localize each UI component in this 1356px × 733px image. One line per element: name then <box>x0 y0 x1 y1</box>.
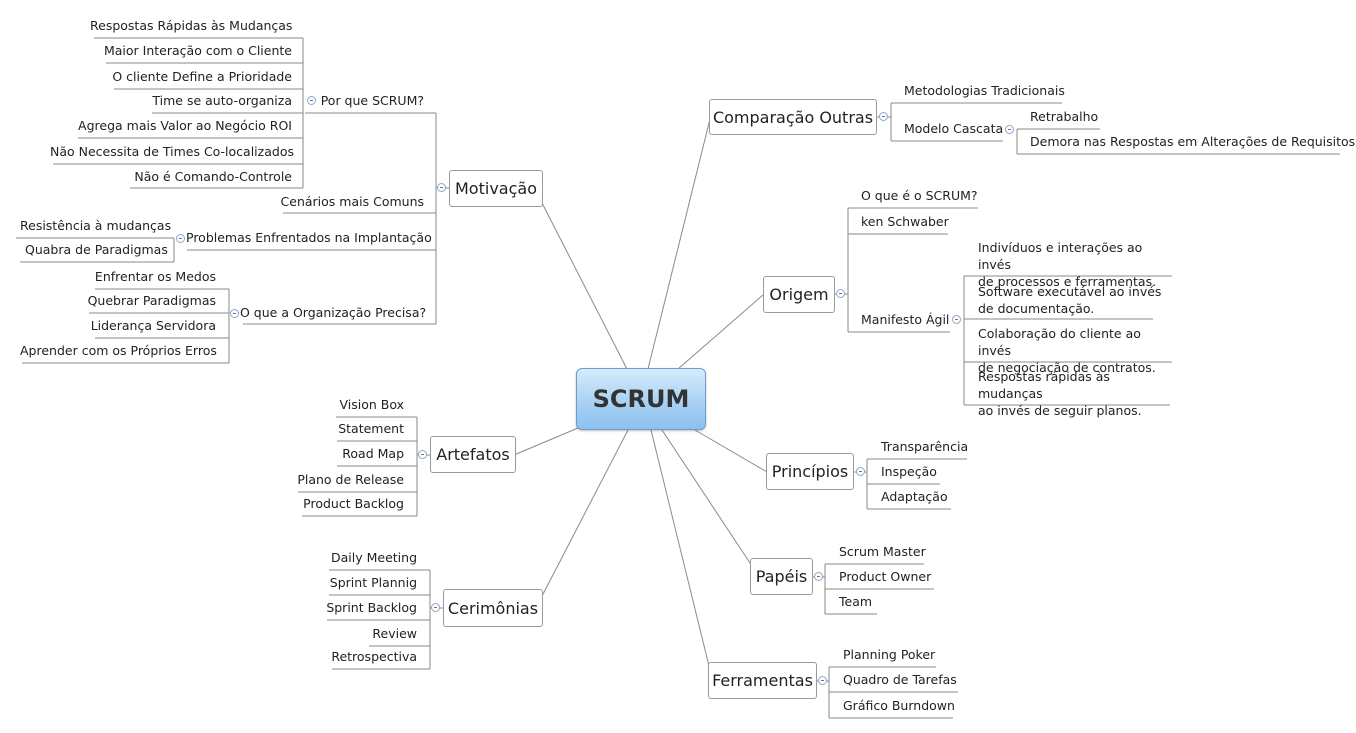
leaf-por-que-3[interactable]: O cliente Define a Prioridade <box>112 69 292 84</box>
leaf-por-que-4[interactable]: Time se auto-organiza <box>152 93 292 108</box>
collapse-problemas-icon[interactable] <box>176 234 185 243</box>
collapse-cascata-icon[interactable] <box>1005 125 1014 134</box>
leaf-artefatos-2[interactable]: Statement <box>338 421 404 436</box>
leaf-ferramentas-1[interactable]: Planning Poker <box>843 647 936 662</box>
leaf-por-que-5[interactable]: Agrega mais Valor ao Negócio ROI <box>78 118 292 133</box>
leaf-por-que-6[interactable]: Não Necessita de Times Co-localizados <box>50 144 294 159</box>
topic-comparacao[interactable]: Comparação Outras <box>709 99 877 135</box>
topic-artefatos[interactable]: Artefatos <box>430 436 516 473</box>
leaf-organizacao-1[interactable]: Enfrentar os Medos <box>94 269 216 284</box>
leaf-principios-3[interactable]: Adaptação <box>881 489 948 504</box>
leaf-artefatos-1[interactable]: Vision Box <box>339 397 404 412</box>
leaf-cerimonias-4[interactable]: Review <box>372 626 417 641</box>
leaf-problemas-1[interactable]: Resistência à mudanças <box>20 218 172 233</box>
topic-motivacao[interactable]: Motivação <box>449 170 543 207</box>
collapse-ferramentas-icon[interactable] <box>818 676 827 685</box>
leaf-cascata-1[interactable]: Retrabalho <box>1030 109 1099 124</box>
leaf-cerimonias-2[interactable]: Sprint Plannig <box>329 575 417 590</box>
collapse-artefatos-icon[interactable] <box>418 450 427 459</box>
leaf-ferramentas-2[interactable]: Quadro de Tarefas <box>843 672 957 687</box>
subtopic-problemas[interactable]: Problemas Enfrentados na Implantação <box>186 230 432 245</box>
leaf-papeis-3[interactable]: Team <box>839 594 873 609</box>
leaf-cerimonias-1[interactable]: Daily Meeting <box>331 550 417 565</box>
leaf-principios-2[interactable]: Inspeção <box>881 464 937 479</box>
leaf-por-que-7[interactable]: Não é Comando-Controle <box>134 169 292 184</box>
leaf-papeis-1[interactable]: Scrum Master <box>839 544 926 559</box>
leaf-artefatos-4[interactable]: Plano de Release <box>297 472 404 487</box>
leaf-organizacao-2[interactable]: Quebrar Paradigmas <box>87 293 216 308</box>
collapse-cerimonias-icon[interactable] <box>431 603 440 612</box>
collapse-origem-icon[interactable] <box>836 289 845 298</box>
collapse-principios-icon[interactable] <box>856 467 865 476</box>
leaf-problemas-2[interactable]: Quabra de Paradigmas <box>25 242 168 257</box>
root-topic[interactable]: SCRUM <box>576 368 706 430</box>
leaf-cerimonias-3[interactable]: Sprint Backlog <box>326 600 417 615</box>
leaf-ferramentas-3[interactable]: Gráfico Burndown <box>843 698 955 713</box>
leaf-por-que-1[interactable]: Respostas Rápidas às Mudanças <box>90 18 293 33</box>
subtopic-tradicionais[interactable]: Metodologias Tradicionais <box>904 83 1065 98</box>
collapse-por-que-icon[interactable] <box>307 96 316 105</box>
collapse-comparacao-icon[interactable] <box>879 112 888 121</box>
subtopic-por-que-scrum[interactable]: Por que SCRUM? <box>320 93 424 108</box>
leaf-organizacao-4[interactable]: Aprender com os Próprios Erros <box>20 343 217 358</box>
collapse-papeis-icon[interactable] <box>814 572 823 581</box>
subtopic-ken[interactable]: ken Schwaber <box>861 214 949 229</box>
collapse-organizacao-icon[interactable] <box>230 309 239 318</box>
leaf-cerimonias-5[interactable]: Retrospectiva <box>331 649 417 664</box>
subtopic-organizacao[interactable]: O que a Organização Precisa? <box>240 305 427 320</box>
leaf-por-que-2[interactable]: Maior Interação com o Cliente <box>103 43 292 58</box>
collapse-motivacao-icon[interactable] <box>437 183 446 192</box>
topic-ferramentas[interactable]: Ferramentas <box>708 662 817 699</box>
topic-principios[interactable]: Princípios <box>766 453 854 490</box>
topic-cerimonias[interactable]: Cerimônias <box>443 589 543 627</box>
leaf-papeis-2[interactable]: Product Owner <box>839 569 932 584</box>
leaf-organizacao-3[interactable]: Liderança Servidora <box>90 318 216 333</box>
leaf-principios-1[interactable]: Transparência <box>881 439 969 454</box>
subtopic-o-que-e[interactable]: O que é o SCRUM? <box>861 188 978 203</box>
topic-origem[interactable]: Origem <box>763 276 835 313</box>
leaf-artefatos-5[interactable]: Product Backlog <box>303 496 404 511</box>
subtopic-manifesto[interactable]: Manifesto Ágil <box>861 312 950 327</box>
collapse-manifesto-icon[interactable] <box>952 315 961 324</box>
leaf-cascata-2[interactable]: Demora nas Respostas em Alterações de Re… <box>1030 134 1356 149</box>
subtopic-cenarios[interactable]: Cenários mais Comuns <box>280 194 424 209</box>
subtopic-cascata[interactable]: Modelo Cascata <box>904 121 1004 136</box>
leaf-artefatos-3[interactable]: Road Map <box>342 446 404 461</box>
topic-papeis[interactable]: Papéis <box>750 558 813 595</box>
